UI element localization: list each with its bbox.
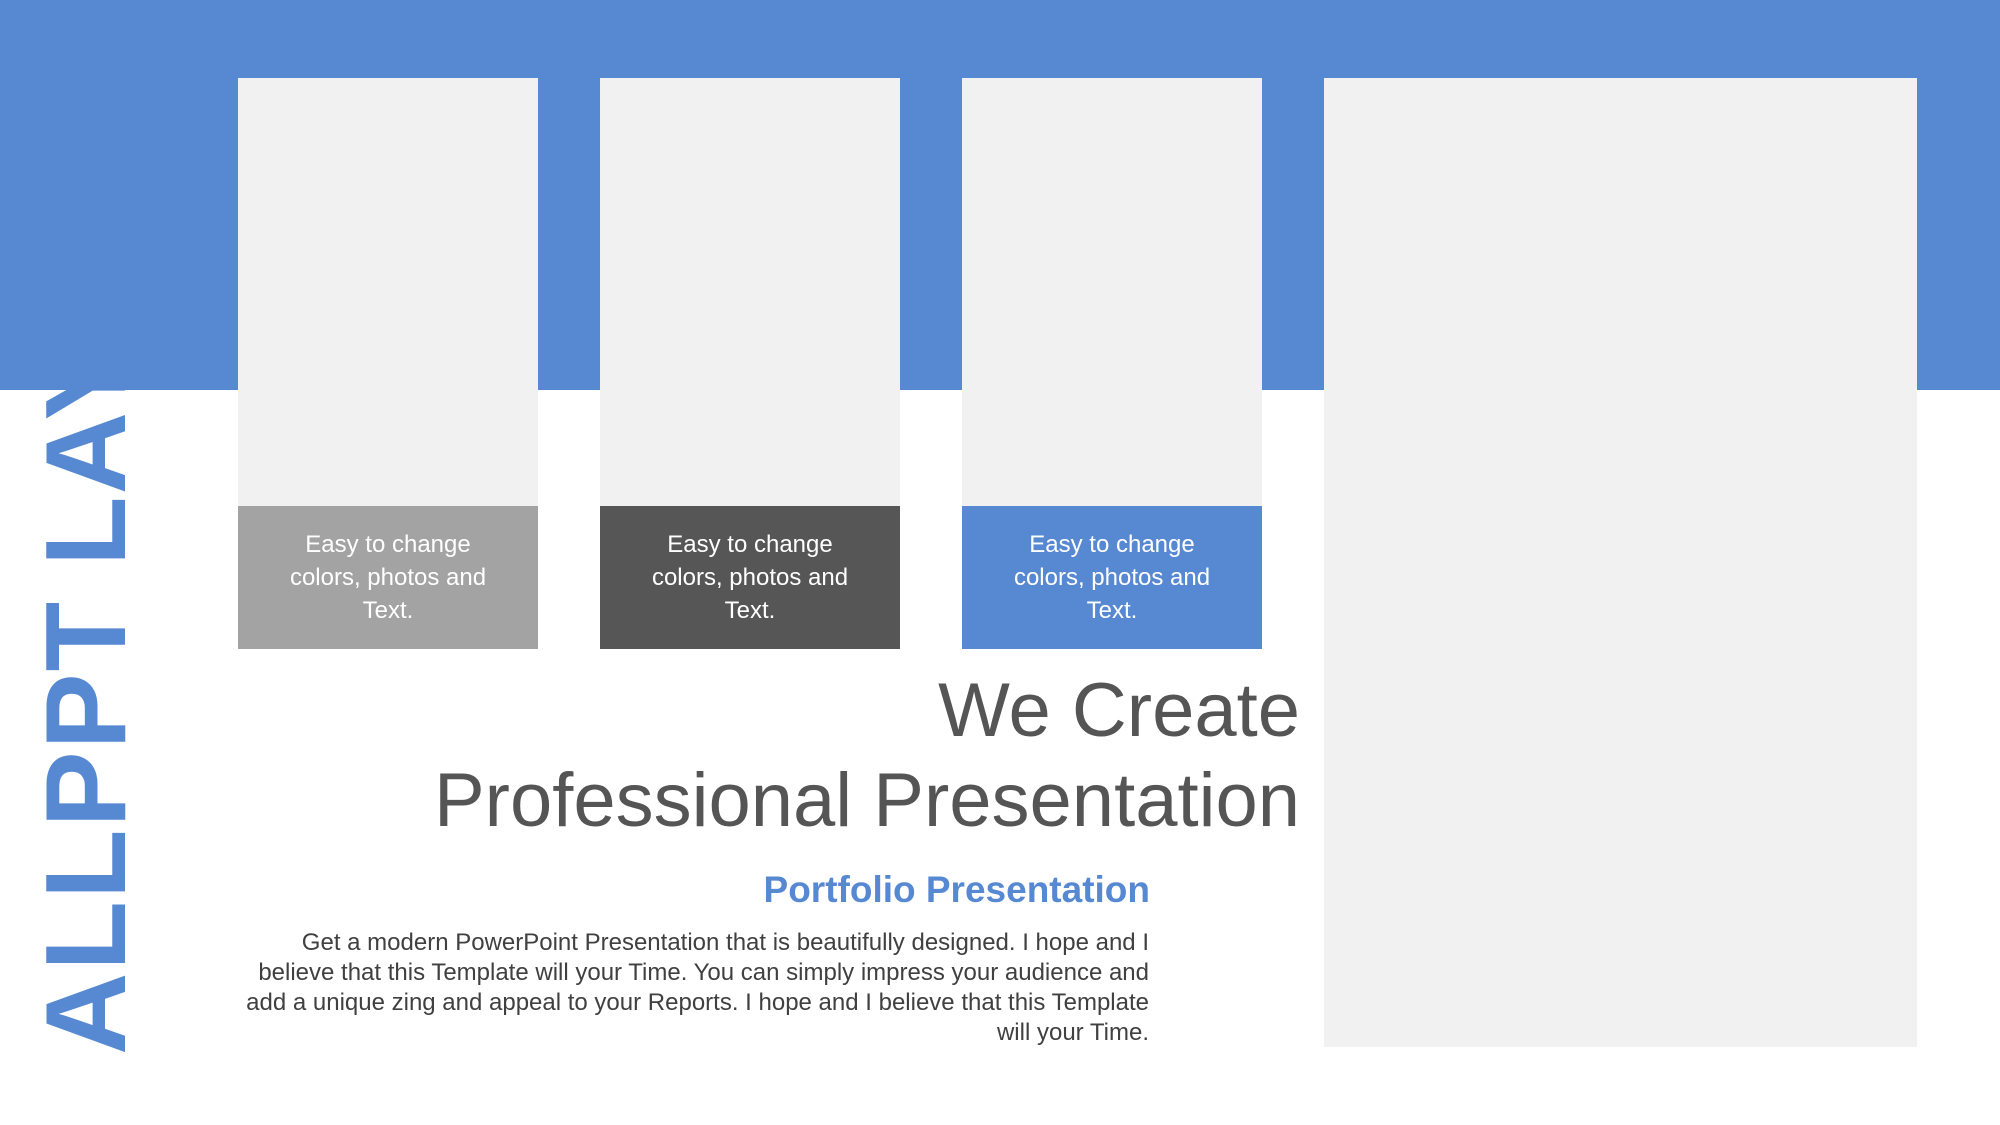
headline: We Create Professional Presentation xyxy=(434,666,1300,846)
photo-placeholder-3[interactable] xyxy=(962,78,1262,506)
photo-placeholder-2[interactable] xyxy=(600,78,900,506)
body-text: Get a modern PowerPoint Presentation tha… xyxy=(246,929,1149,1046)
vertical-title: ALLPPT LAYOUT xyxy=(23,95,150,1055)
headline-line-1: We Create xyxy=(938,668,1300,753)
card-caption-3: Easy to change colors, photos and Text. xyxy=(962,506,1262,649)
card-caption-text: Easy to change colors, photos and Text. xyxy=(289,531,487,624)
photo-placeholder-1[interactable] xyxy=(238,78,538,506)
card-caption-2: Easy to change colors, photos and Text. xyxy=(600,506,900,649)
card-caption-text: Easy to change colors, photos and Text. xyxy=(1013,531,1211,624)
subtitle: Portfolio Presentation xyxy=(763,869,1150,910)
photo-placeholder-large[interactable] xyxy=(1324,78,1917,1047)
card-caption-text: Easy to change colors, photos and Text. xyxy=(651,531,849,624)
card-caption-1: Easy to change colors, photos and Text. xyxy=(238,506,538,649)
headline-line-2: Professional Presentation xyxy=(433,758,1300,843)
